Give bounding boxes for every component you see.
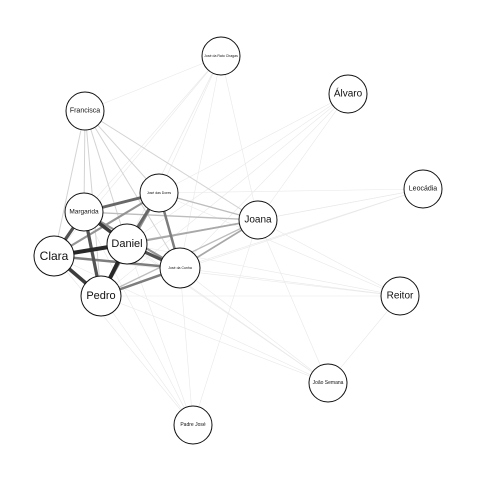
- edge-daniel-joana: [126, 219, 259, 245]
- edge-francisca-clara: [53, 110, 86, 257]
- edge-joao_semana-pedro: [100, 295, 329, 384]
- edge-joao_semana-jose_cunha: [179, 267, 329, 384]
- node-jose_dores: José das Dores: [139, 173, 179, 213]
- node-daniel: Daniel: [106, 223, 148, 265]
- edge-jose_ratao-margarida: [83, 55, 222, 213]
- node-circle: [238, 200, 278, 240]
- node-circle: [80, 275, 122, 317]
- edge-alvaro-pedro: [100, 93, 349, 297]
- edge-reitor-joana: [257, 219, 401, 297]
- node-margarida: Margarida: [64, 192, 104, 232]
- node-circle: [380, 276, 420, 316]
- edge-padre_jose-jose_cunha: [179, 267, 194, 426]
- edge-joao_semana-joana: [257, 219, 329, 384]
- node-label: José da Rato Chagas: [204, 54, 238, 58]
- node-circle: [139, 173, 179, 213]
- node-leocadia: Leocádia: [403, 169, 443, 209]
- node-circle: [328, 74, 368, 114]
- edge-alvaro-jose_dores: [158, 93, 349, 194]
- node-label: José das Dores: [147, 191, 172, 195]
- edge-padre_jose-joana: [192, 219, 259, 426]
- edge-alvaro-jose_cunha: [179, 93, 349, 269]
- node-label: Daniel: [111, 238, 142, 250]
- node-circle: [65, 91, 105, 131]
- edge-francisca-jose_cunha: [84, 110, 181, 269]
- node-label: Francisca: [70, 108, 100, 115]
- node-label: Reitor: [387, 291, 414, 302]
- node-label: Clara: [40, 249, 69, 263]
- edge-reitor-jose_dores: [158, 192, 401, 297]
- node-circle: [33, 235, 75, 277]
- node-clara: Clara: [33, 235, 75, 277]
- edge-jose_ratao-joana: [220, 55, 259, 221]
- node-padre_jose: Padre José: [173, 405, 213, 445]
- edge-padre_jose-daniel: [126, 243, 194, 426]
- edge-margarida-joana: [83, 211, 259, 221]
- node-circle: [64, 192, 104, 232]
- edge-padre_jose-clara: [53, 255, 194, 426]
- node-francisca: Francisca: [65, 91, 105, 131]
- edge-padre_jose-pedro: [100, 295, 194, 426]
- edge-reitor-jose_cunha: [179, 267, 401, 297]
- edge-leocadia-jose_dores: [158, 188, 424, 194]
- node-label: Padre José: [180, 422, 206, 428]
- node-label: Leocádia: [409, 186, 438, 193]
- node-reitor: Reitor: [380, 276, 420, 316]
- edge-francisca-joana: [84, 110, 259, 221]
- node-label: Margarida: [69, 209, 99, 216]
- node-jose_ratao: José da Rato Chagas: [201, 36, 241, 76]
- node-jose_cunha: José da Cunha: [159, 247, 201, 289]
- node-label: José da Cunha: [168, 266, 192, 270]
- node-label: João Semana: [313, 380, 344, 386]
- edge-francisca-daniel: [84, 110, 128, 245]
- node-layer: José da Rato ChagasÁlvaroFranciscaLeocád…: [33, 36, 443, 445]
- edge-jose_ratao-jose_cunha: [179, 55, 222, 269]
- node-circle: [201, 36, 241, 76]
- node-circle: [173, 405, 213, 445]
- node-circle: [308, 363, 348, 403]
- node-circle: [403, 169, 443, 209]
- edge-jose_ratao-jose_dores: [158, 55, 222, 194]
- node-circle: [159, 247, 201, 289]
- edge-jose_ratao-francisca: [84, 55, 222, 112]
- node-pedro: Pedro: [80, 275, 122, 317]
- node-alvaro: Álvaro: [328, 74, 368, 114]
- node-label: Álvaro: [334, 87, 363, 100]
- node-circle: [106, 223, 148, 265]
- edge-alvaro-joana: [257, 93, 349, 221]
- node-label: Joana: [244, 215, 272, 226]
- node-joao_semana: João Semana: [308, 363, 348, 403]
- node-joana: Joana: [238, 200, 278, 240]
- node-label: Pedro: [86, 290, 115, 302]
- edge-alvaro-daniel: [126, 93, 349, 245]
